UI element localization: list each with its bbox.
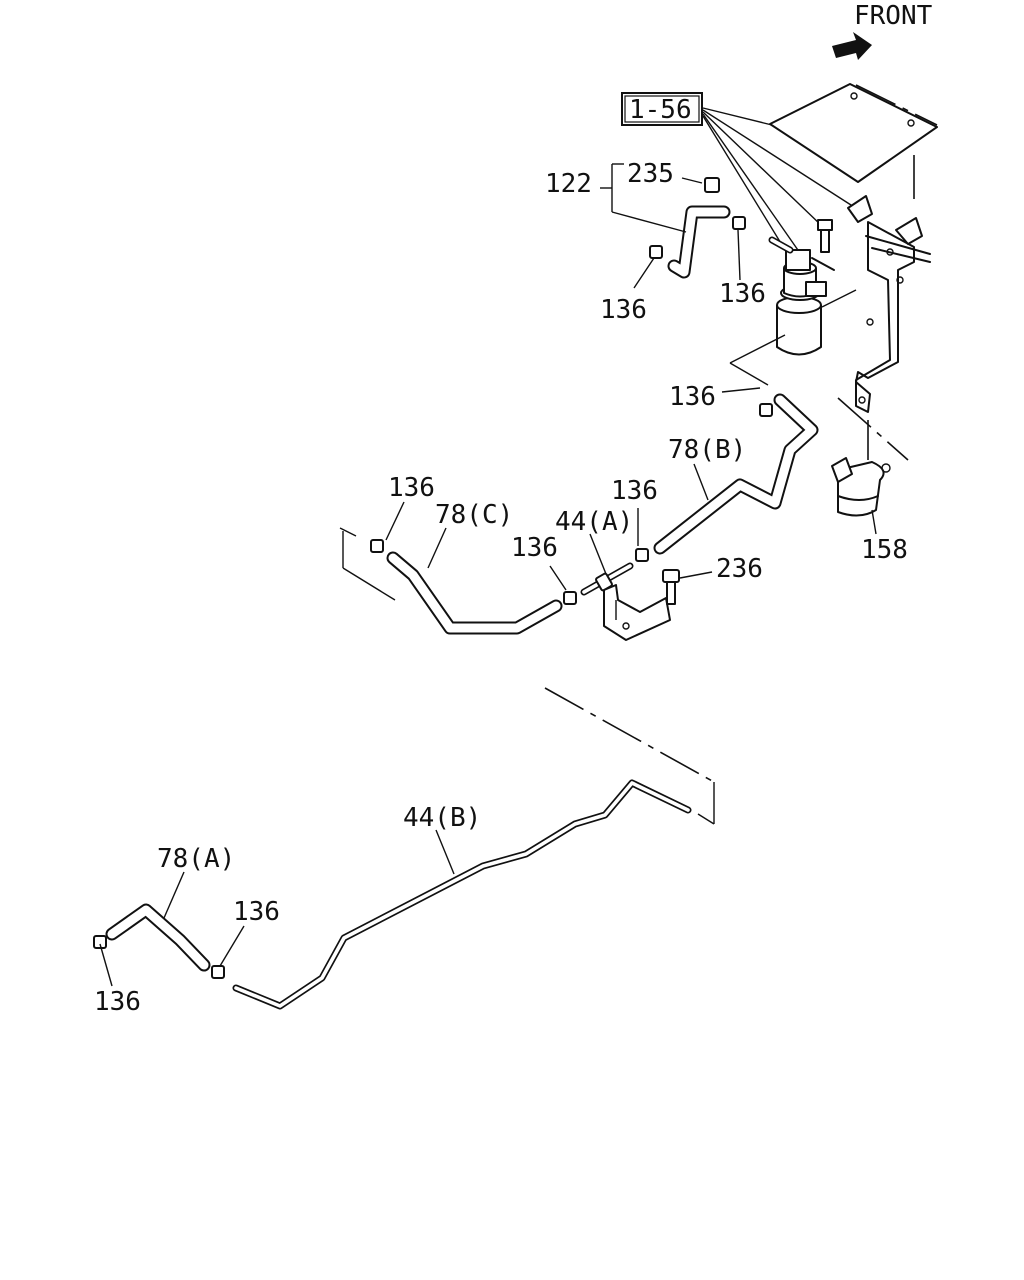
- pipe-bracket: [603, 584, 671, 641]
- callout-78a[interactable]: 78(A): [157, 844, 235, 874]
- hose-78c: [386, 551, 563, 635]
- frame-edge-right: [544, 687, 715, 825]
- front-arrow-icon: [832, 32, 872, 60]
- hose-clip-icon: [635, 548, 649, 562]
- hose-connector-235: [704, 177, 720, 193]
- callout-78b[interactable]: 78(B): [668, 435, 746, 465]
- pipe-44a: [580, 562, 634, 596]
- filter-clamp-158: [831, 457, 891, 517]
- reference-leader-lines: [702, 107, 866, 259]
- leader-lines: [99, 177, 877, 987]
- callout-136-hose-a-left[interactable]: 136: [94, 987, 141, 1017]
- hose-clip-icon: [93, 935, 107, 949]
- reference-box-label: 1-56: [629, 95, 692, 125]
- callout-136-pipe-a-right[interactable]: 136: [611, 476, 658, 506]
- callout-136-upper-left[interactable]: 136: [600, 295, 647, 325]
- bracket-122: [600, 163, 687, 233]
- hose-clip-icon: [563, 591, 577, 605]
- callout-44a[interactable]: 44(A): [555, 507, 633, 537]
- callout-136-pipe-a-left[interactable]: 136: [511, 533, 558, 563]
- callout-235[interactable]: 235: [627, 159, 674, 189]
- hose-78b: [653, 393, 819, 555]
- mounting-plate: [769, 83, 938, 200]
- bolt-icon[interactable]: [662, 569, 680, 605]
- hose-clip-icon: [211, 965, 225, 979]
- callout-136-hose-a-right[interactable]: 136: [233, 897, 280, 927]
- hose-clip-icon: [732, 216, 746, 230]
- callout-136-mid[interactable]: 136: [669, 382, 716, 412]
- reference-box[interactable]: 1-56: [621, 92, 703, 126]
- bolt-icon: [817, 219, 833, 253]
- hose-clip-icon: [759, 403, 773, 417]
- front-label: FRONT: [854, 1, 933, 31]
- callout-136-upper-right[interactable]: 136: [719, 279, 766, 309]
- callout-136-left[interactable]: 136: [388, 473, 435, 503]
- callout-44b[interactable]: 44(B): [403, 803, 481, 833]
- callout-158[interactable]: 158: [861, 535, 908, 565]
- filter-bracket: [837, 195, 931, 461]
- fuel-filter-icon[interactable]: [729, 236, 857, 386]
- hose-78a: [105, 903, 211, 972]
- hose-clip-icon: [370, 539, 384, 553]
- frame-edge-left: [339, 527, 396, 601]
- callout-236[interactable]: 236: [716, 554, 763, 584]
- callout-78c[interactable]: 78(C): [435, 500, 513, 530]
- callout-122[interactable]: 122: [545, 169, 592, 199]
- pipe-44b: [232, 779, 692, 1010]
- hose-clip-icon: [649, 245, 663, 259]
- upper-hose-122: [667, 205, 731, 279]
